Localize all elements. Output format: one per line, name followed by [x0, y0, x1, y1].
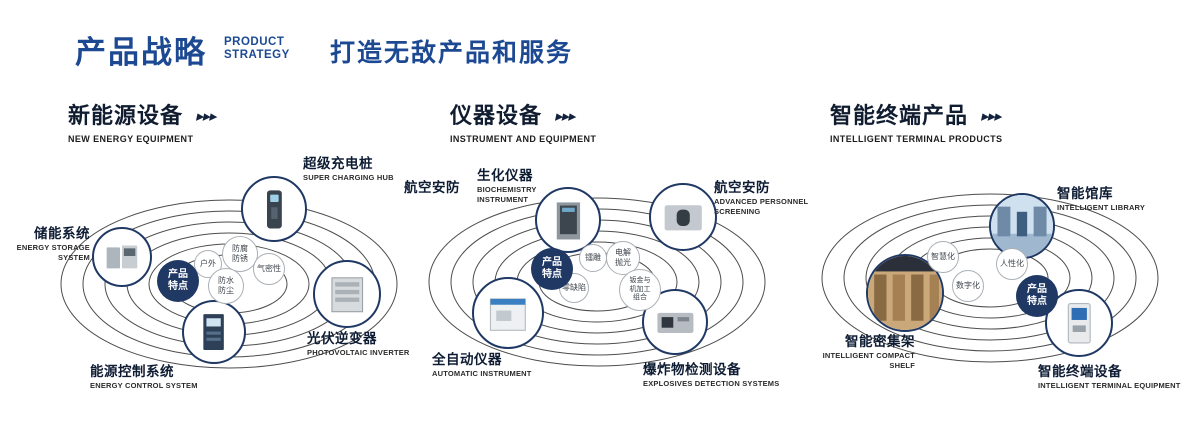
node-title: 全自动仪器 [432, 352, 502, 367]
node-subtitle: PHOTOVOLTAIC INVERTER [307, 348, 410, 357]
section-heading-terminal: 智能终端产品 ▸▸▸ INTELLIGENT TERMINAL PRODUCTS [830, 98, 1004, 144]
node-subtitle: EXPLOSIVES DETECTION SYSTEMS [643, 379, 780, 388]
feature-label: 镭雕 [585, 253, 601, 263]
feature-label: 钣金与机加工组合 [629, 277, 651, 302]
node-title: 智能终端设备 [1038, 364, 1122, 379]
explosives-detection-label: 爆炸物检测设备 EXPLOSIVES DETECTION SYSTEMS [643, 358, 779, 389]
node-title: 超级充电桩 [303, 156, 373, 171]
node-subtitle: INTELLIGENT COMPACT SHELF [822, 351, 915, 370]
product-features-badge: 产品特点 [1016, 275, 1058, 317]
feature-bubble: 镭雕 [579, 244, 607, 272]
product-features-badge: 产品特点 [157, 260, 199, 302]
node-subtitle: ADVANCED PERSONNEL SCREENING [714, 197, 809, 216]
node-title: 航空安防 [714, 180, 770, 195]
feature-bubble: 人性化 [996, 248, 1028, 280]
feature-label: 户外 [200, 259, 216, 269]
feature-label: 零缺陷 [562, 283, 586, 293]
inverter-cabinet-icon [331, 277, 363, 313]
energy-storage-circle [92, 227, 152, 287]
intelligent-library-circle [989, 193, 1055, 259]
automatic-analyzer-icon [489, 298, 527, 332]
feature-label: 防腐防锈 [232, 244, 248, 263]
section-title-en: INSTRUMENT AND EQUIPMENT [450, 134, 597, 144]
screening-machine-icon [664, 204, 702, 231]
section-heading-new-energy: 新能源设备 ▸▸▸ NEW ENERGY EQUIPMENT [68, 98, 219, 144]
triple-arrow-icon: ▸▸▸ [980, 108, 1004, 125]
triple-arrow-icon: ▸▸▸ [554, 108, 578, 125]
node-title: 储能系统 [34, 226, 90, 241]
section-title-en: INTELLIGENT TERMINAL PRODUCTS [830, 134, 1003, 144]
product-features-label: 产品特点 [542, 256, 562, 281]
page-title: 产品战略 [75, 35, 207, 70]
node-title: 爆炸物检测设备 [643, 362, 741, 377]
section-title: 智能终端产品 [830, 103, 969, 128]
page-title-en-line2: STRATEGY [224, 48, 290, 61]
personnel-screening-label: 航空安防 ADVANCED PERSONNEL SCREENING [714, 176, 809, 217]
feature-bubble: 电解抛光 [606, 241, 640, 275]
node-subtitle: ENERGY CONTROL SYSTEM [90, 381, 198, 390]
node-title: 智能馆库 [1057, 186, 1113, 201]
section-title: 新能源设备 [68, 103, 184, 128]
feature-bubble: 智慧化 [927, 241, 959, 273]
node-title: 生化仪器 [477, 168, 533, 183]
node-title: 航空安防 [404, 180, 460, 195]
feature-bubble: 钣金与机加工组合 [619, 269, 661, 311]
section-title: 仪器设备 [450, 103, 543, 128]
storage-cabinet-icon [106, 245, 138, 269]
feature-label: 气密性 [257, 264, 281, 274]
explosives-detector-icon [656, 312, 693, 333]
product-features-label: 产品特点 [1027, 283, 1047, 308]
node-subtitle: AUTOMATIC INSTRUMENT [432, 369, 532, 378]
compact-shelf-photo-icon [868, 256, 942, 330]
feature-bubble: 防水防尘 [208, 268, 244, 304]
automatic-instrument-circle [472, 277, 544, 349]
terminal-kiosk-icon [1067, 302, 1091, 344]
automatic-instrument-label: 全自动仪器 AUTOMATIC INSTRUMENT [432, 348, 532, 379]
node-subtitle: BIOCHEMISTRY INSTRUMENT [477, 185, 537, 204]
feature-label: 人性化 [1000, 259, 1024, 269]
energy-control-label: 能源控制系统 ENERGY CONTROL SYSTEM [90, 360, 198, 391]
energy-control-circle [182, 300, 246, 364]
terminal-equipment-label: 智能终端设备 INTELLIGENT TERMINAL EQUIPMENT [1038, 360, 1181, 391]
biochemistry-label: 生化仪器 BIOCHEMISTRY INSTRUMENT [477, 164, 547, 205]
node-subtitle: INTELLIGENT TERMINAL EQUIPMENT [1038, 381, 1181, 390]
node-subtitle: SUPER CHARGING HUB [303, 173, 394, 182]
biochemistry-circle [535, 187, 601, 253]
product-features-badge: 产品特点 [531, 248, 573, 290]
aviation-security-side-label: 航空安防 [404, 176, 460, 196]
page-title-en: PRODUCT STRATEGY [224, 36, 290, 61]
feature-bubble: 防腐防锈 [222, 236, 258, 272]
node-title: 智能密集架 [845, 334, 915, 349]
node-subtitle: INTELLIGENT LIBRARY [1057, 203, 1146, 212]
node-title: 光伏逆变器 [307, 331, 377, 346]
energy-storage-label: 储能系统 ENERGY STORAGE SYSTEM [14, 222, 90, 263]
super-charging-circle [241, 176, 307, 242]
compact-shelf-label: 智能密集架 INTELLIGENT COMPACT SHELF [815, 330, 915, 371]
terminal-equipment-circle [1045, 289, 1113, 357]
super-charging-label: 超级充电桩 SUPER CHARGING HUB [303, 152, 394, 183]
pv-inverter-label: 光伏逆变器 PHOTOVOLTAIC INVERTER [307, 327, 410, 358]
feature-label: 数字化 [956, 281, 980, 291]
feature-label: 智慧化 [931, 252, 955, 262]
page-title-en-line1: PRODUCT [224, 36, 285, 48]
charging-pile-icon [266, 189, 282, 229]
feature-label: 电解抛光 [615, 248, 631, 267]
page-tagline: 打造无敌产品和服务 [330, 39, 574, 67]
biochemistry-rack-icon [556, 201, 580, 240]
section-heading-instrument: 仪器设备 ▸▸▸ INSTRUMENT AND EQUIPMENT [450, 98, 596, 144]
pv-inverter-circle [313, 260, 381, 328]
compact-shelf-circle [866, 254, 944, 332]
feature-bubble: 气密性 [253, 253, 285, 285]
personnel-screening-circle [649, 183, 717, 251]
library-photo-icon [991, 195, 1053, 257]
control-cabinet-icon [203, 314, 225, 351]
node-title: 能源控制系统 [90, 364, 174, 379]
feature-label: 防水防尘 [218, 276, 234, 295]
node-subtitle: ENERGY STORAGE SYSTEM [16, 243, 90, 262]
section-title-en: NEW ENERGY EQUIPMENT [68, 134, 194, 144]
intelligent-library-label: 智能馆库 INTELLIGENT LIBRARY [1057, 182, 1145, 213]
product-features-label: 产品特点 [168, 268, 188, 293]
feature-bubble: 数字化 [952, 270, 984, 302]
triple-arrow-icon: ▸▸▸ [195, 108, 219, 125]
